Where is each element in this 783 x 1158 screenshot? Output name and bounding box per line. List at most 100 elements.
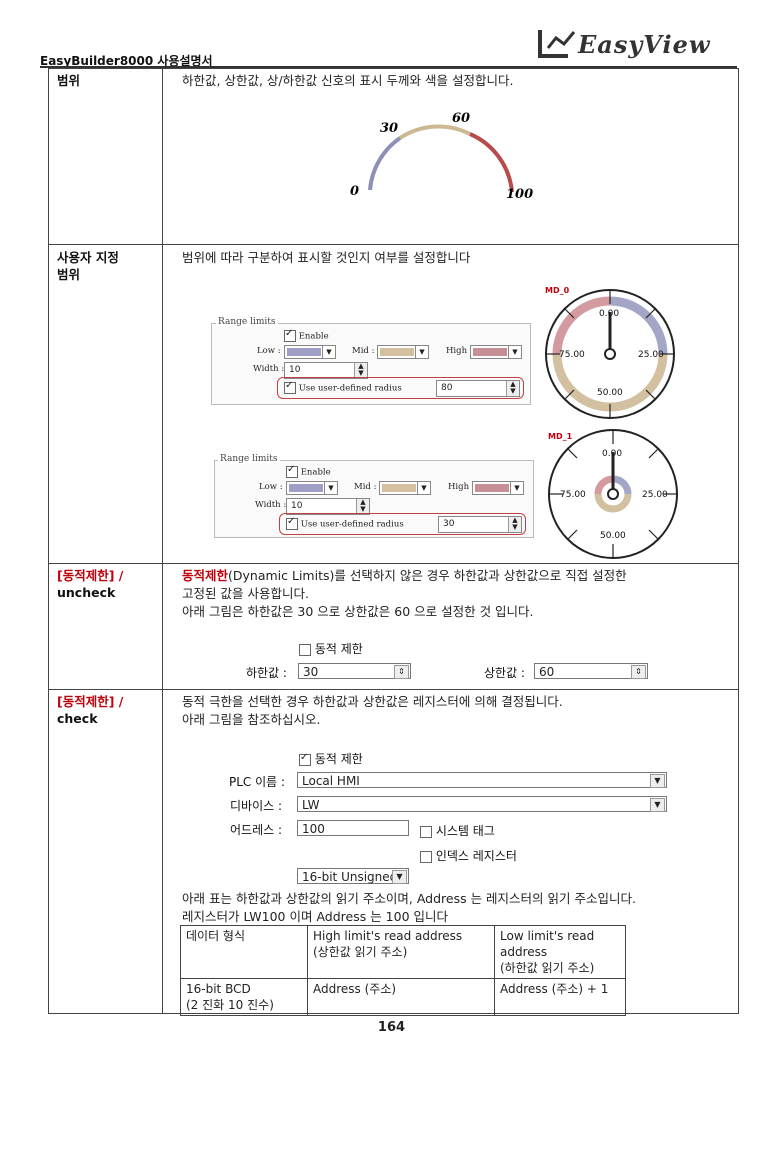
label-line: [동적제한] / (57, 694, 124, 709)
cell-line: address (500, 945, 548, 959)
radius-input[interactable]: 30▲▼ (438, 516, 522, 533)
chevron-down-icon[interactable]: ▼ (392, 870, 407, 884)
logo-text: EasyView (578, 30, 711, 59)
dynamic-limits-checkbox[interactable]: 동적 제한 (299, 750, 363, 767)
row-desc-dynamic-check: 동적 극한을 선택한 경우 하한값과 상한값은 레지스터에 의해 결정됩니다. … (182, 693, 563, 729)
highlight-frame (277, 377, 524, 399)
table-cell: 16-bit BCD (2 진화 10 진수) (180, 978, 308, 1016)
desc-line: 고정된 값을 사용합니다. (182, 586, 309, 601)
header-rule (40, 66, 737, 68)
address-input[interactable]: 100 (297, 820, 409, 836)
cell-line: 16-bit BCD (186, 982, 251, 996)
user-radius-checkbox[interactable]: Use user-defined radius (286, 516, 404, 530)
dial-label: 75.00 (559, 350, 585, 360)
checkbox-icon (299, 643, 311, 656)
low-limit-label: 하한값 : (246, 666, 287, 680)
plc-name-select[interactable]: Local HMI ▼ (297, 772, 667, 788)
checkbox-icon (284, 328, 296, 342)
address-label: 어드레스 : (230, 823, 283, 837)
checkbox-icon (420, 825, 432, 838)
cell-line: Address (주소) + 1 (500, 982, 609, 996)
document-title: EasyBuilder8000 사용설명서 (40, 54, 213, 68)
range-gauge-illustration: 0 30 60 100 (350, 111, 533, 202)
table-header-cell: 데이터 형식 (180, 925, 308, 979)
high-limit-label: 상한값 : (484, 666, 525, 680)
width-label: Width : (253, 364, 285, 374)
enable-checkbox[interactable]: Enable (286, 464, 331, 478)
desc-bold: 동적제한 (182, 568, 229, 583)
width-input[interactable]: 10▲▼ (286, 498, 370, 515)
dial-label: 25.00 (638, 350, 664, 360)
table-cell: Address (주소) (307, 978, 495, 1016)
label-line: check (57, 711, 98, 726)
cell-line: (2 진화 10 진수) (186, 998, 274, 1012)
data-format-value: 16-bit Unsigned (302, 870, 398, 884)
width-value: 10 (289, 365, 301, 375)
radius-label: Use user-defined radius (298, 383, 402, 394)
low-color-picker[interactable]: ▼ (286, 481, 338, 495)
cell-line: (상한값 읽기 주소) (313, 945, 408, 959)
spin-icon[interactable]: ▲▼ (354, 363, 367, 378)
logo-mark-icon (538, 30, 576, 58)
system-tag-checkbox[interactable]: 시스템 태그 (420, 822, 495, 839)
device-label: 디바이스 : (230, 799, 283, 813)
spin-icon[interactable]: ⇕ (394, 665, 409, 679)
cell-line: 데이터 형식 (186, 929, 246, 943)
mid-color-picker[interactable]: ▼ (377, 345, 429, 359)
width-label: Width : (255, 500, 287, 510)
enable-label: Enable (300, 467, 331, 478)
desc-line: 레지스터가 LW100 이며 Address 는 100 입니다 (182, 909, 449, 924)
panel-legend: Range limits (218, 454, 280, 464)
system-tag-label: 시스템 태그 (435, 824, 495, 838)
dial-label: 0.00 (602, 449, 622, 459)
desc-line: 동적 극한을 선택한 경우 하한값과 상한값은 레지스터에 의해 결정됩니다. (182, 694, 563, 709)
high-limit-input[interactable]: 60 ⇕ (534, 663, 648, 679)
low-label: Low : (257, 346, 281, 356)
meter-dial: MD_1 0.00 75.00 25.00 50.00 (548, 429, 678, 559)
spin-icon[interactable]: ▲▼ (508, 517, 521, 532)
chevron-down-icon[interactable]: ▼ (650, 774, 665, 788)
low-color-picker[interactable]: ▼ (284, 345, 336, 359)
label-line: [동적제한] / (57, 568, 124, 583)
row-divider (48, 563, 738, 564)
width-input[interactable]: 10 ▲▼ (284, 362, 368, 379)
dial-label: 25.00 (642, 490, 668, 500)
high-color-picker[interactable]: ▼ (470, 345, 522, 359)
index-register-label: 인덱스 레지스터 (435, 849, 517, 863)
spin-icon[interactable]: ▲▼ (506, 381, 519, 396)
device-select[interactable]: LW ▼ (297, 796, 667, 812)
row-desc-range: 하한값, 상한값, 상/하한값 신호의 표시 두께와 색을 설정합니다. (182, 73, 514, 88)
data-format-select[interactable]: 16-bit Unsigned▼ (297, 868, 409, 884)
chevron-down-icon[interactable]: ▼ (650, 798, 665, 812)
checkbox-icon (299, 752, 311, 766)
enable-checkbox[interactable]: Enable (284, 328, 329, 342)
low-limit-input[interactable]: 30⇕ (298, 663, 411, 679)
dynamic-limits-checkbox[interactable]: 동적 제한 (299, 640, 363, 657)
dial-label: 0.00 (599, 309, 619, 319)
cell-line: Address (주소) (313, 982, 397, 996)
high-color-picker[interactable]: ▼ (472, 481, 524, 495)
radius-label: Use user-defined radius (300, 519, 404, 530)
dynamic-limits-label: 동적 제한 (314, 752, 363, 766)
spin-icon[interactable]: ▲▼ (356, 499, 369, 514)
dial-label: 50.00 (597, 388, 623, 398)
spin-icon[interactable]: ⇕ (631, 665, 646, 679)
radius-input[interactable]: 80 ▲▼ (436, 380, 520, 397)
device-value: LW (302, 798, 320, 812)
plc-name-value: Local HMI (302, 774, 360, 788)
index-register-checkbox[interactable]: 인덱스 레지스터 (420, 847, 517, 864)
desc-line: 아래 표는 하한값과 상한값의 읽기 주소이며, Address 는 레지스터의… (182, 891, 636, 906)
row-label-range: 범위 (57, 73, 81, 88)
checkbox-icon (420, 850, 432, 863)
cell-line: High limit's read address (313, 929, 463, 943)
dial-label: 50.00 (600, 531, 626, 541)
table-header-cell: High limit's read address (상한값 읽기 주소) (307, 925, 495, 979)
high-label: High : (448, 482, 475, 492)
mid-color-picker[interactable]: ▼ (379, 481, 431, 495)
high-limit-value: 60 (539, 665, 555, 679)
read-address-table: 데이터 형식 High limit's read address (상한값 읽기 … (180, 925, 626, 1016)
dial-tag: MD_0 (545, 286, 570, 295)
radius-value: 80 (441, 383, 453, 393)
row-desc-dynamic-uncheck: 동적제한(Dynamic Limits)를 선택하지 않은 경우 하한값과 상한… (182, 567, 627, 621)
user-radius-checkbox[interactable]: Use user-defined radius (284, 380, 402, 394)
